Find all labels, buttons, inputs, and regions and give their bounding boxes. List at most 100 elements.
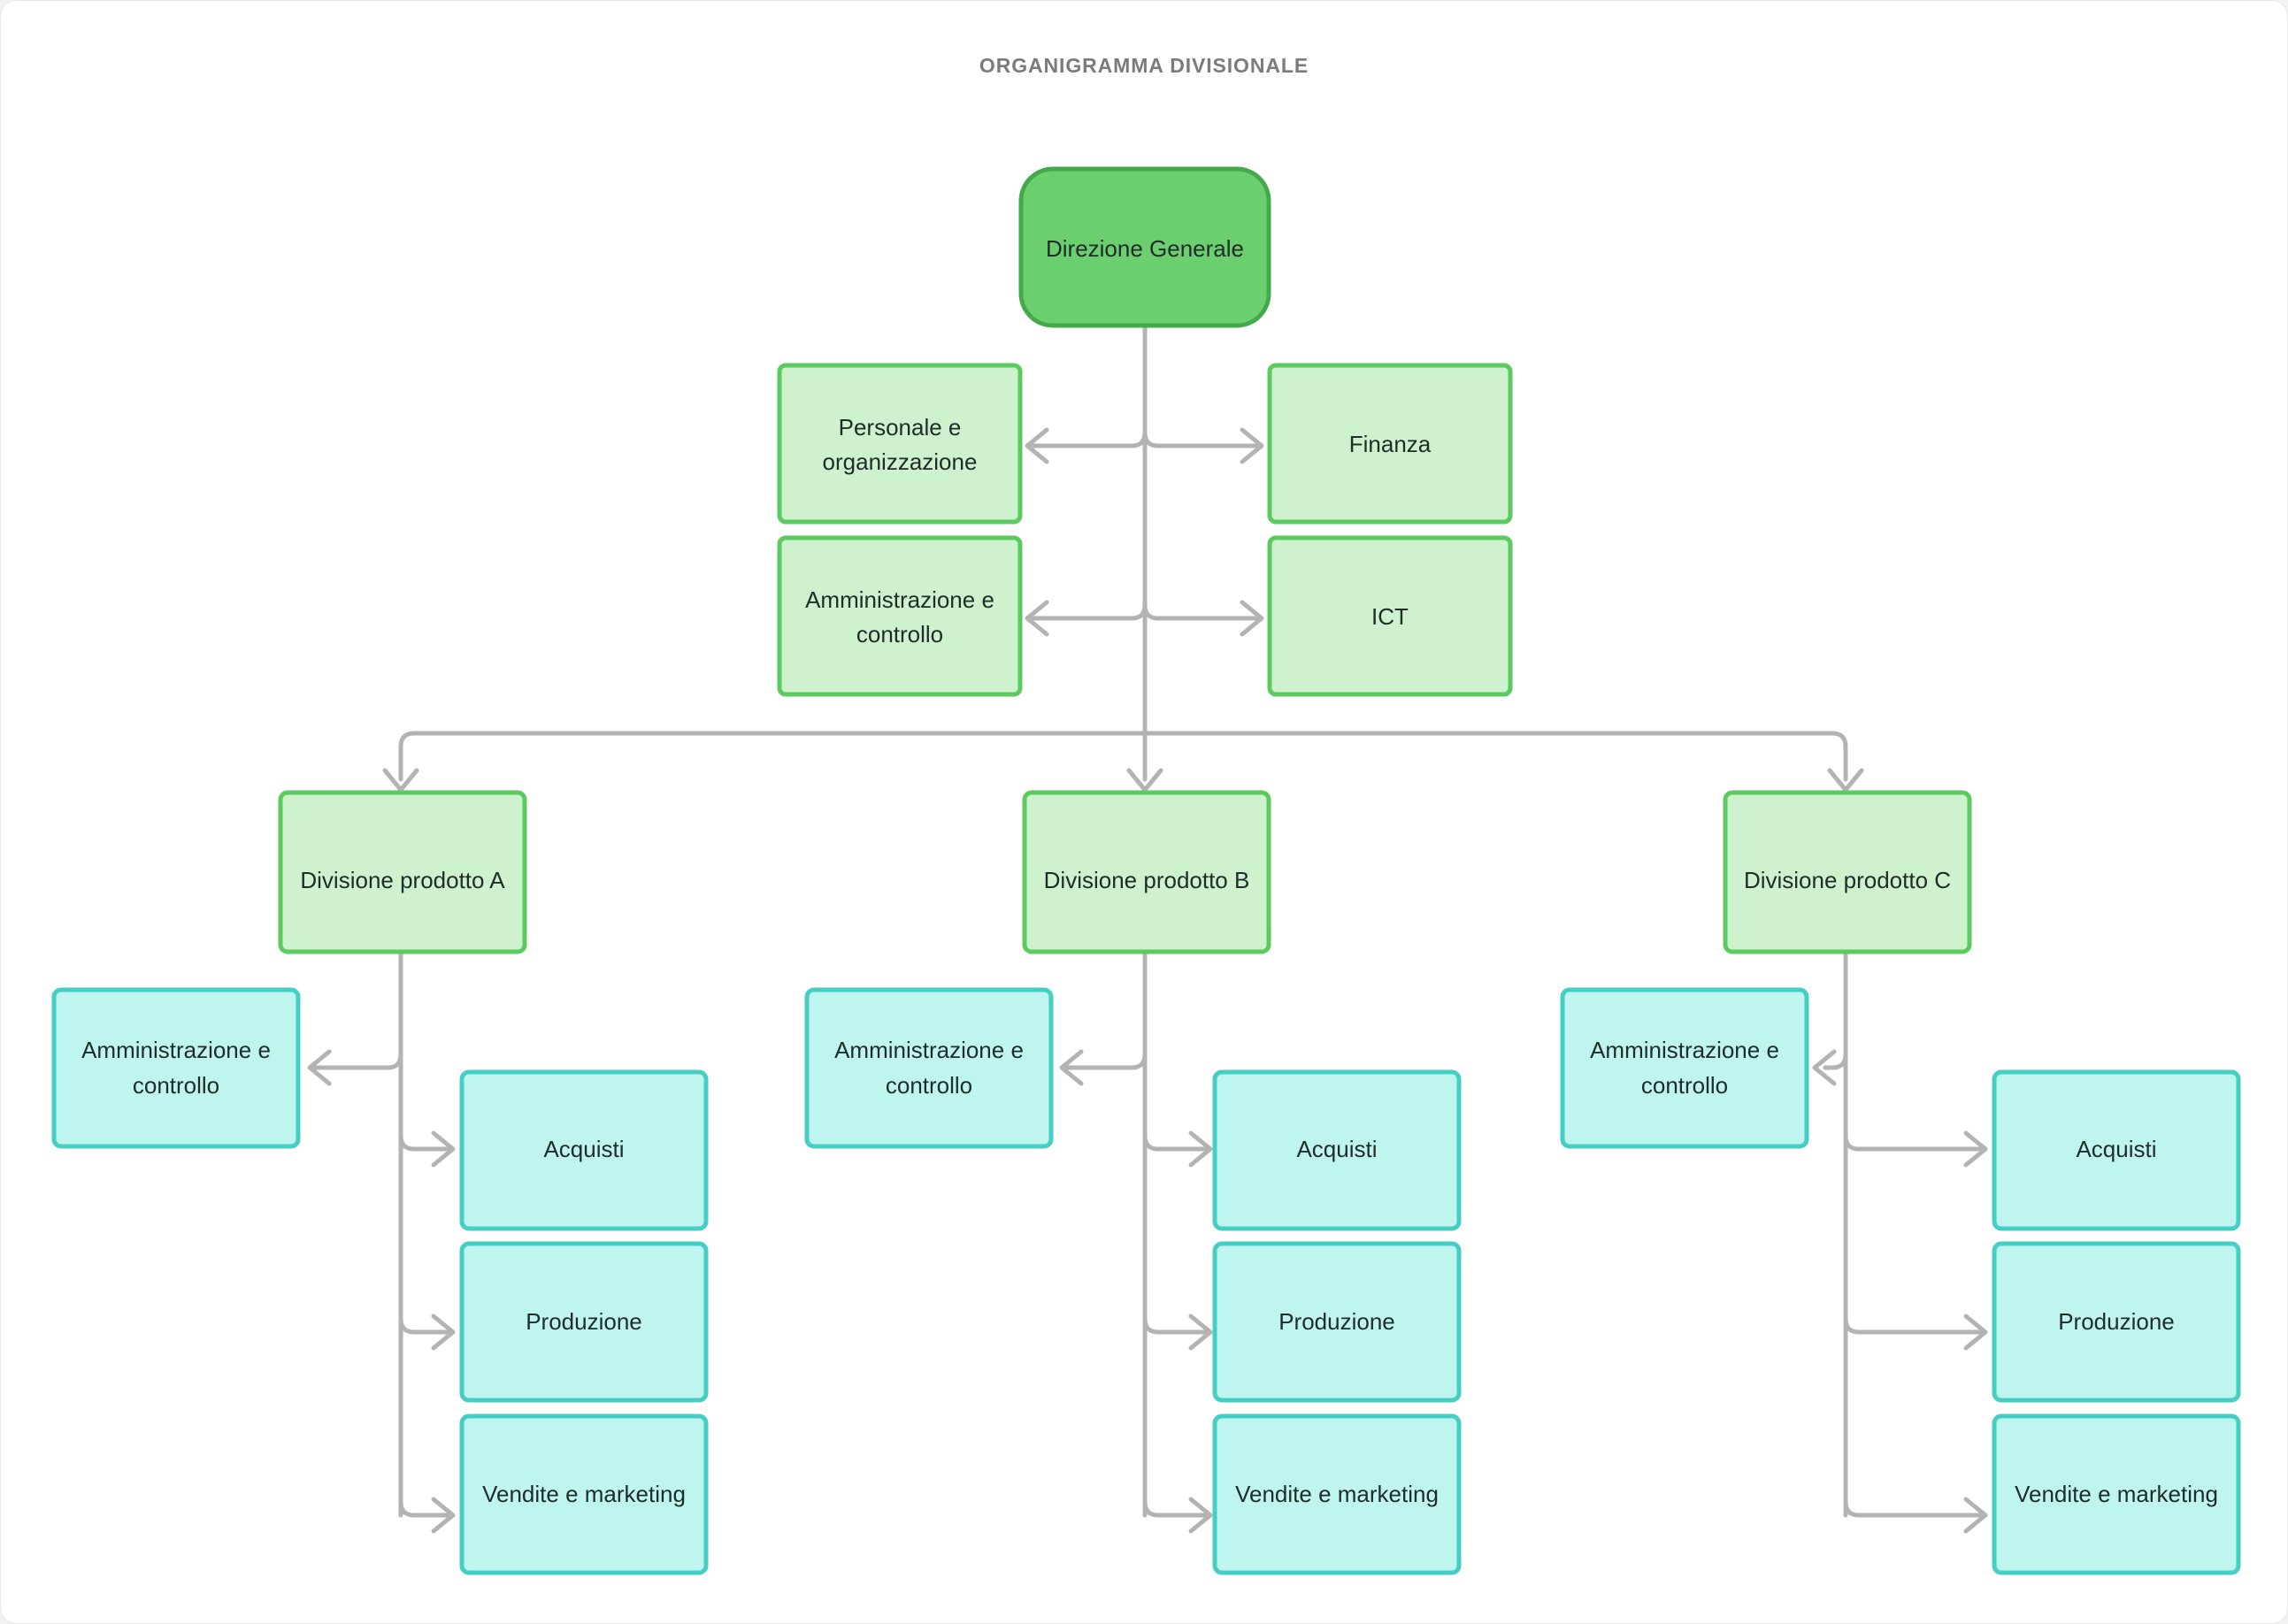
node-division-a-label: Divisione prodotto A (300, 867, 505, 893)
node-b-amministrazione-e-controllo[interactable]: Amministrazione e controllo (804, 987, 1054, 1149)
arrowhead-personale (1025, 427, 1049, 464)
node-ict[interactable]: ICT (1267, 535, 1513, 697)
node-personale-e-organizzazione[interactable]: Personale e organizzazione (777, 363, 1023, 525)
node-a-produzione[interactable]: Produzione (459, 1241, 709, 1403)
node-a-produzione-shape (459, 1241, 709, 1403)
edges-layer (307, 323, 1988, 1534)
node-direzione-generale[interactable]: Direzione Generale (1018, 166, 1271, 328)
arrowhead-b-vendite (1188, 1497, 1213, 1534)
node-a-amministrazione-label-line2: controllo (133, 1072, 219, 1099)
edge-a-to-produzione (398, 1316, 450, 1335)
node-personale-label-line1: Personale e (839, 414, 962, 440)
node-root-shape (1018, 166, 1271, 328)
arrowhead-c-vendite (1963, 1497, 1988, 1534)
node-divisione-prodotto-a[interactable]: Divisione prodotto A (278, 790, 527, 954)
node-finanza[interactable]: Finanza (1267, 363, 1513, 525)
node-personale-label-line2: organizzazione (823, 448, 978, 475)
node-b-acquisti-label: Acquisti (1296, 1136, 1377, 1162)
node-c-acquisti-shape (1992, 1069, 2241, 1231)
node-c-produzione-label: Produzione (2058, 1308, 2175, 1335)
edge-c-to-vendite (1843, 1499, 1983, 1518)
node-b-vendite-label: Vendite e marketing (1235, 1481, 1439, 1507)
node-c-vendite-shape (1992, 1413, 2241, 1575)
arrowhead-c-amministrazione (1812, 1049, 1837, 1086)
arrowhead-division-b (1126, 768, 1163, 793)
arrowhead-c-acquisti (1963, 1130, 1988, 1168)
arrowhead-c-produzione (1963, 1314, 1988, 1351)
node-c-amministrazione-e-controllo[interactable]: Amministrazione e controllo (1560, 987, 1809, 1149)
edge-b-to-amministrazione (1064, 1052, 1148, 1070)
arrowhead-b-acquisti (1188, 1130, 1213, 1168)
node-c-amministrazione-shape (1560, 987, 1809, 1149)
node-divisione-prodotto-c[interactable]: Divisione prodotto C (1723, 790, 1972, 954)
node-a-vendite-label: Vendite e marketing (482, 1481, 686, 1507)
edge-bus-to-division-a (398, 731, 417, 782)
edge-b-to-produzione (1142, 1316, 1208, 1335)
node-root-label: Direzione Generale (1046, 235, 1244, 262)
edge-c-to-amministrazione (1823, 1052, 1848, 1070)
node-division-b-label: Divisione prodotto B (1044, 867, 1250, 893)
node-b-vendite-shape (1212, 1413, 1462, 1575)
arrowhead-b-produzione (1188, 1314, 1213, 1351)
node-c-vendite-e-marketing[interactable]: Vendite e marketing (1992, 1413, 2241, 1575)
arrowhead-b-amministrazione (1059, 1049, 1084, 1086)
arrowhead-division-c (1827, 768, 1864, 793)
node-b-produzione-shape (1212, 1241, 1462, 1403)
node-division-a-shape (278, 790, 527, 954)
node-ict-shape (1267, 535, 1513, 697)
node-division-c-shape (1723, 790, 1972, 954)
arrowhead-division-a (382, 768, 419, 793)
edge-a-to-amministrazione (312, 1052, 403, 1070)
edge-root-to-amministrazione (1030, 594, 1148, 621)
node-b-vendite-e-marketing[interactable]: Vendite e marketing (1212, 1413, 1462, 1575)
node-finanza-shape (1267, 363, 1513, 525)
arrowhead-amministrazione (1025, 600, 1049, 637)
node-staff-amministrazione-label-line2: controllo (856, 621, 943, 647)
node-division-c-label: Divisione prodotto C (1744, 867, 1951, 893)
edge-root-to-personale (1030, 421, 1148, 448)
node-b-produzione-label: Produzione (1278, 1308, 1395, 1335)
node-b-amministrazione-label-line2: controllo (886, 1072, 972, 1099)
edge-a-to-acquisti (398, 1133, 450, 1152)
node-staff-amministrazione-shape (777, 535, 1023, 697)
node-b-produzione[interactable]: Produzione (1212, 1241, 1462, 1403)
node-b-acquisti-shape (1212, 1069, 1462, 1231)
node-a-produzione-label: Produzione (526, 1308, 642, 1335)
arrowhead-a-amministrazione (307, 1049, 332, 1086)
node-a-amministrazione-label-line1: Amministrazione e (81, 1037, 271, 1063)
page-title: ORGANIGRAMMA DIVISIONALE (979, 54, 1309, 77)
node-a-acquisti-shape (459, 1069, 709, 1231)
node-b-amministrazione-shape (804, 987, 1054, 1149)
arrowhead-finanza (1240, 427, 1264, 464)
edge-c-to-acquisti (1843, 1133, 1983, 1152)
edge-root-to-ict (1142, 594, 1259, 621)
node-divisione-prodotto-b[interactable]: Divisione prodotto B (1022, 790, 1271, 954)
node-c-acquisti-label: Acquisti (2076, 1136, 2156, 1162)
edge-root-to-finanza (1142, 421, 1259, 448)
node-a-amministrazione-shape (51, 987, 301, 1149)
node-a-amministrazione-e-controllo[interactable]: Amministrazione e controllo (51, 987, 301, 1149)
edge-b-to-vendite (1142, 1499, 1208, 1518)
node-b-amministrazione-label-line1: Amministrazione e (834, 1037, 1024, 1063)
node-c-amministrazione-label-line1: Amministrazione e (1590, 1037, 1779, 1063)
node-c-produzione-shape (1992, 1241, 2241, 1403)
arrowhead-a-produzione (431, 1314, 456, 1351)
node-staff-amministrazione-label-line1: Amministrazione e (805, 586, 994, 613)
node-ict-label: ICT (1371, 603, 1409, 630)
node-personale-shape (777, 363, 1023, 525)
arrowhead-a-acquisti (431, 1130, 456, 1168)
node-c-acquisti[interactable]: Acquisti (1992, 1069, 2241, 1231)
node-b-acquisti[interactable]: Acquisti (1212, 1069, 1462, 1231)
node-staff-amministrazione-e-controllo[interactable]: Amministrazione e controllo (777, 535, 1023, 697)
node-c-produzione[interactable]: Produzione (1992, 1241, 2241, 1403)
node-a-acquisti[interactable]: Acquisti (459, 1069, 709, 1231)
node-c-vendite-label: Vendite e marketing (2015, 1481, 2218, 1507)
edge-bus-to-division-c (1830, 731, 1848, 782)
edge-b-to-acquisti (1142, 1133, 1208, 1152)
node-a-vendite-e-marketing[interactable]: Vendite e marketing (459, 1413, 709, 1575)
node-division-b-shape (1022, 790, 1271, 954)
arrowhead-ict (1240, 600, 1264, 637)
arrowhead-a-vendite (431, 1497, 456, 1534)
